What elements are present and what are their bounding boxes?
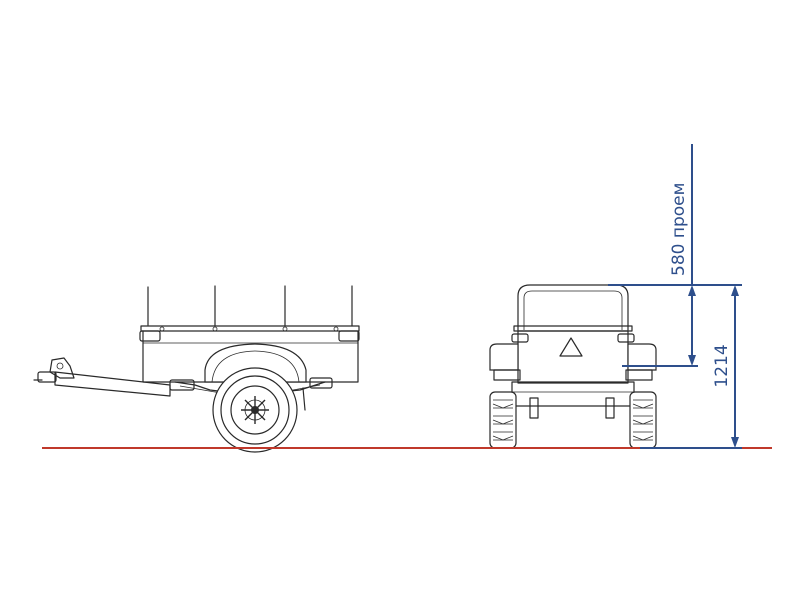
opening-arrow-up-icon: [688, 285, 696, 296]
rear-right-tyre: [629, 391, 657, 449]
side-wheel-arch: [204, 343, 307, 383]
opening-arrow-down-icon: [688, 355, 696, 366]
rear-stake-frame: [517, 284, 629, 331]
side-top-rail: [140, 325, 360, 332]
rear-left-light: [493, 369, 521, 381]
dimension-lines: [608, 144, 742, 449]
rear-top-rail: [513, 325, 633, 332]
rear-body: [517, 330, 629, 384]
warning-triangle-icon: [559, 337, 583, 357]
rear-right-fender: [627, 343, 657, 371]
height-dimension-label: 1214: [712, 344, 732, 387]
rear-left-tyre: [489, 391, 517, 449]
side-stakes: [147, 285, 353, 327]
height-arrow-down-icon: [731, 437, 739, 448]
height-arrow-up-icon: [731, 285, 739, 296]
rear-right-light: [625, 369, 653, 381]
rear-left-fender: [489, 343, 519, 371]
side-wheel: [212, 367, 298, 453]
side-drawbar: [54, 371, 171, 397]
trailer-rear-view: [489, 284, 657, 449]
opening-dimension-label: 580 проем: [669, 183, 689, 276]
trailer-side-view: [33, 285, 360, 453]
side-hitch: [33, 357, 75, 383]
